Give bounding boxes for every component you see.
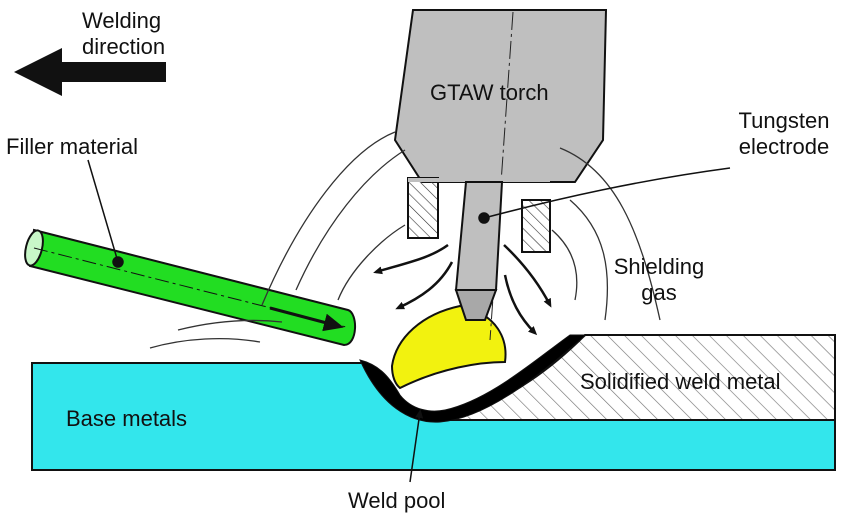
tungsten-electrode-label: Tungsten electrode (728, 108, 840, 160)
shielding-gas-flow (373, 243, 552, 336)
shielding-gas-label: Shielding gas (598, 254, 720, 306)
gtaw-torch-label: GTAW torch (430, 80, 549, 105)
weld-pool-label: Weld pool (348, 488, 446, 513)
base-metals-label: Base metals (66, 406, 188, 431)
welding-direction-line-1: Welding (82, 8, 162, 33)
tungsten-electrode-line-2: electrode (738, 134, 830, 159)
filler-rod (24, 228, 356, 347)
gtaw-torch (393, 9, 608, 341)
solidified-weld-metal-label: Solidified weld metal (580, 369, 781, 394)
shielding-gas-line-1: Shielding (613, 254, 705, 279)
weld-pool (359, 334, 588, 423)
welding-direction-arrow (14, 48, 166, 96)
label-pointers (87, 159, 731, 483)
filler-material-label: Filler material (6, 134, 139, 159)
welding-direction-label: Welding direction (82, 8, 165, 60)
shielding-gas-envelope (149, 131, 661, 349)
welding-direction-line-2: direction (82, 34, 166, 59)
tungsten-electrode-line-1: Tungsten (738, 108, 830, 133)
shielding-gas-line-2: gas (641, 280, 677, 305)
welding-arc (390, 304, 507, 390)
